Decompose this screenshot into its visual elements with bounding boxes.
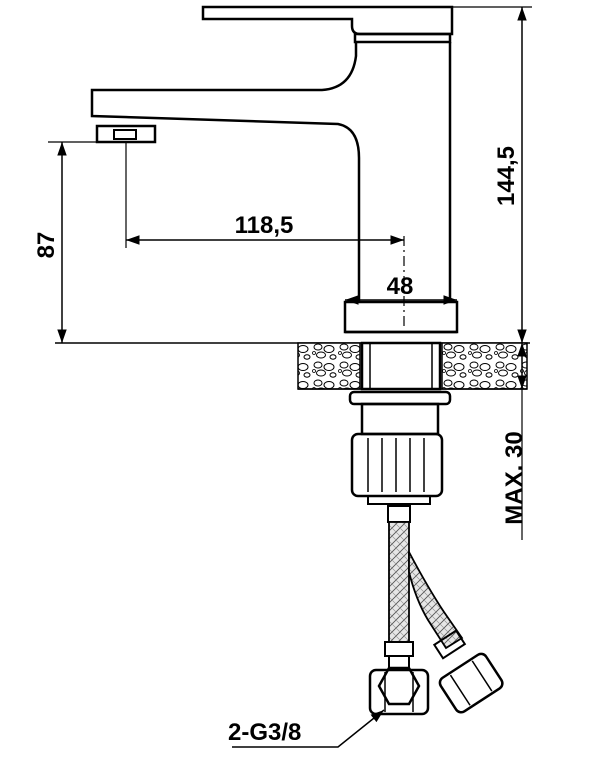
base-ring xyxy=(343,300,459,334)
body-spout-outline xyxy=(90,42,452,302)
hex-nut-bent xyxy=(438,652,504,714)
label-spout-reach: 118,5 xyxy=(235,212,294,239)
label-total-height: 144,5 xyxy=(493,146,520,206)
label-connection: 2-G3/8 xyxy=(228,719,301,746)
dimension-lines xyxy=(48,6,532,748)
hex-nut-straight xyxy=(377,666,421,706)
label-spout-height: 87 xyxy=(33,232,60,259)
handle-cap xyxy=(353,32,452,44)
countertop-left xyxy=(297,342,361,390)
connection-leader xyxy=(232,709,385,748)
hose-bent xyxy=(408,551,464,650)
hose-straight-fitting-top xyxy=(387,505,411,523)
mounting-nut xyxy=(350,432,444,498)
label-body-diameter: 48 xyxy=(387,273,414,300)
lever-handle xyxy=(201,5,454,36)
washer xyxy=(348,390,452,406)
threaded-shank xyxy=(360,341,442,391)
supply-hoses xyxy=(368,505,504,716)
label-max-countertop: MAX. 30 xyxy=(501,431,528,524)
mounting-hardware xyxy=(348,341,452,505)
countertop xyxy=(55,342,530,390)
hose-straight xyxy=(388,521,410,643)
countertop-right xyxy=(441,342,528,390)
